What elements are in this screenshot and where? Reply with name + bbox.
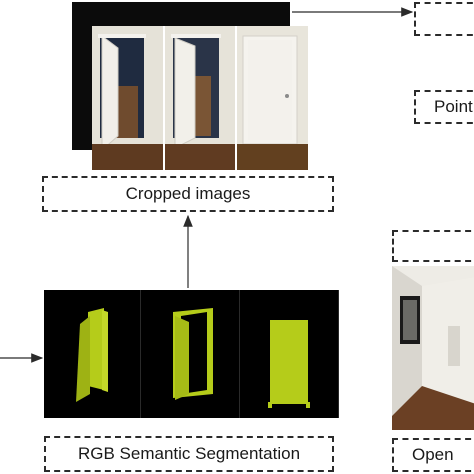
cropped-image-closed-door — [237, 26, 309, 170]
top-right-empty-box — [414, 2, 474, 36]
open-door-label: Open — [412, 445, 454, 464]
segmentation-label-box: RGB Semantic Segmentation — [44, 436, 334, 472]
segmentation-half-open-door — [143, 290, 240, 418]
cropped-image-half-open-door — [164, 26, 236, 170]
segmentation-closed-door — [242, 290, 339, 418]
right-middle-empty-box — [392, 230, 474, 262]
cropped-image-open-door — [92, 26, 163, 170]
point-cloud-label-box: Point — [414, 90, 474, 124]
segmentation-label: RGB Semantic Segmentation — [77, 444, 301, 463]
segmentation-open-door — [44, 290, 141, 418]
hallway-image — [392, 266, 474, 430]
point-cloud-label: Point — [434, 97, 473, 116]
open-door-label-box: Open — [392, 438, 474, 472]
segmentation-panel — [44, 290, 339, 418]
cropped-images-label: Cropped images — [125, 184, 251, 203]
cropped-images-label-box: Cropped images — [42, 176, 334, 212]
cropped-image-strip — [92, 26, 309, 170]
